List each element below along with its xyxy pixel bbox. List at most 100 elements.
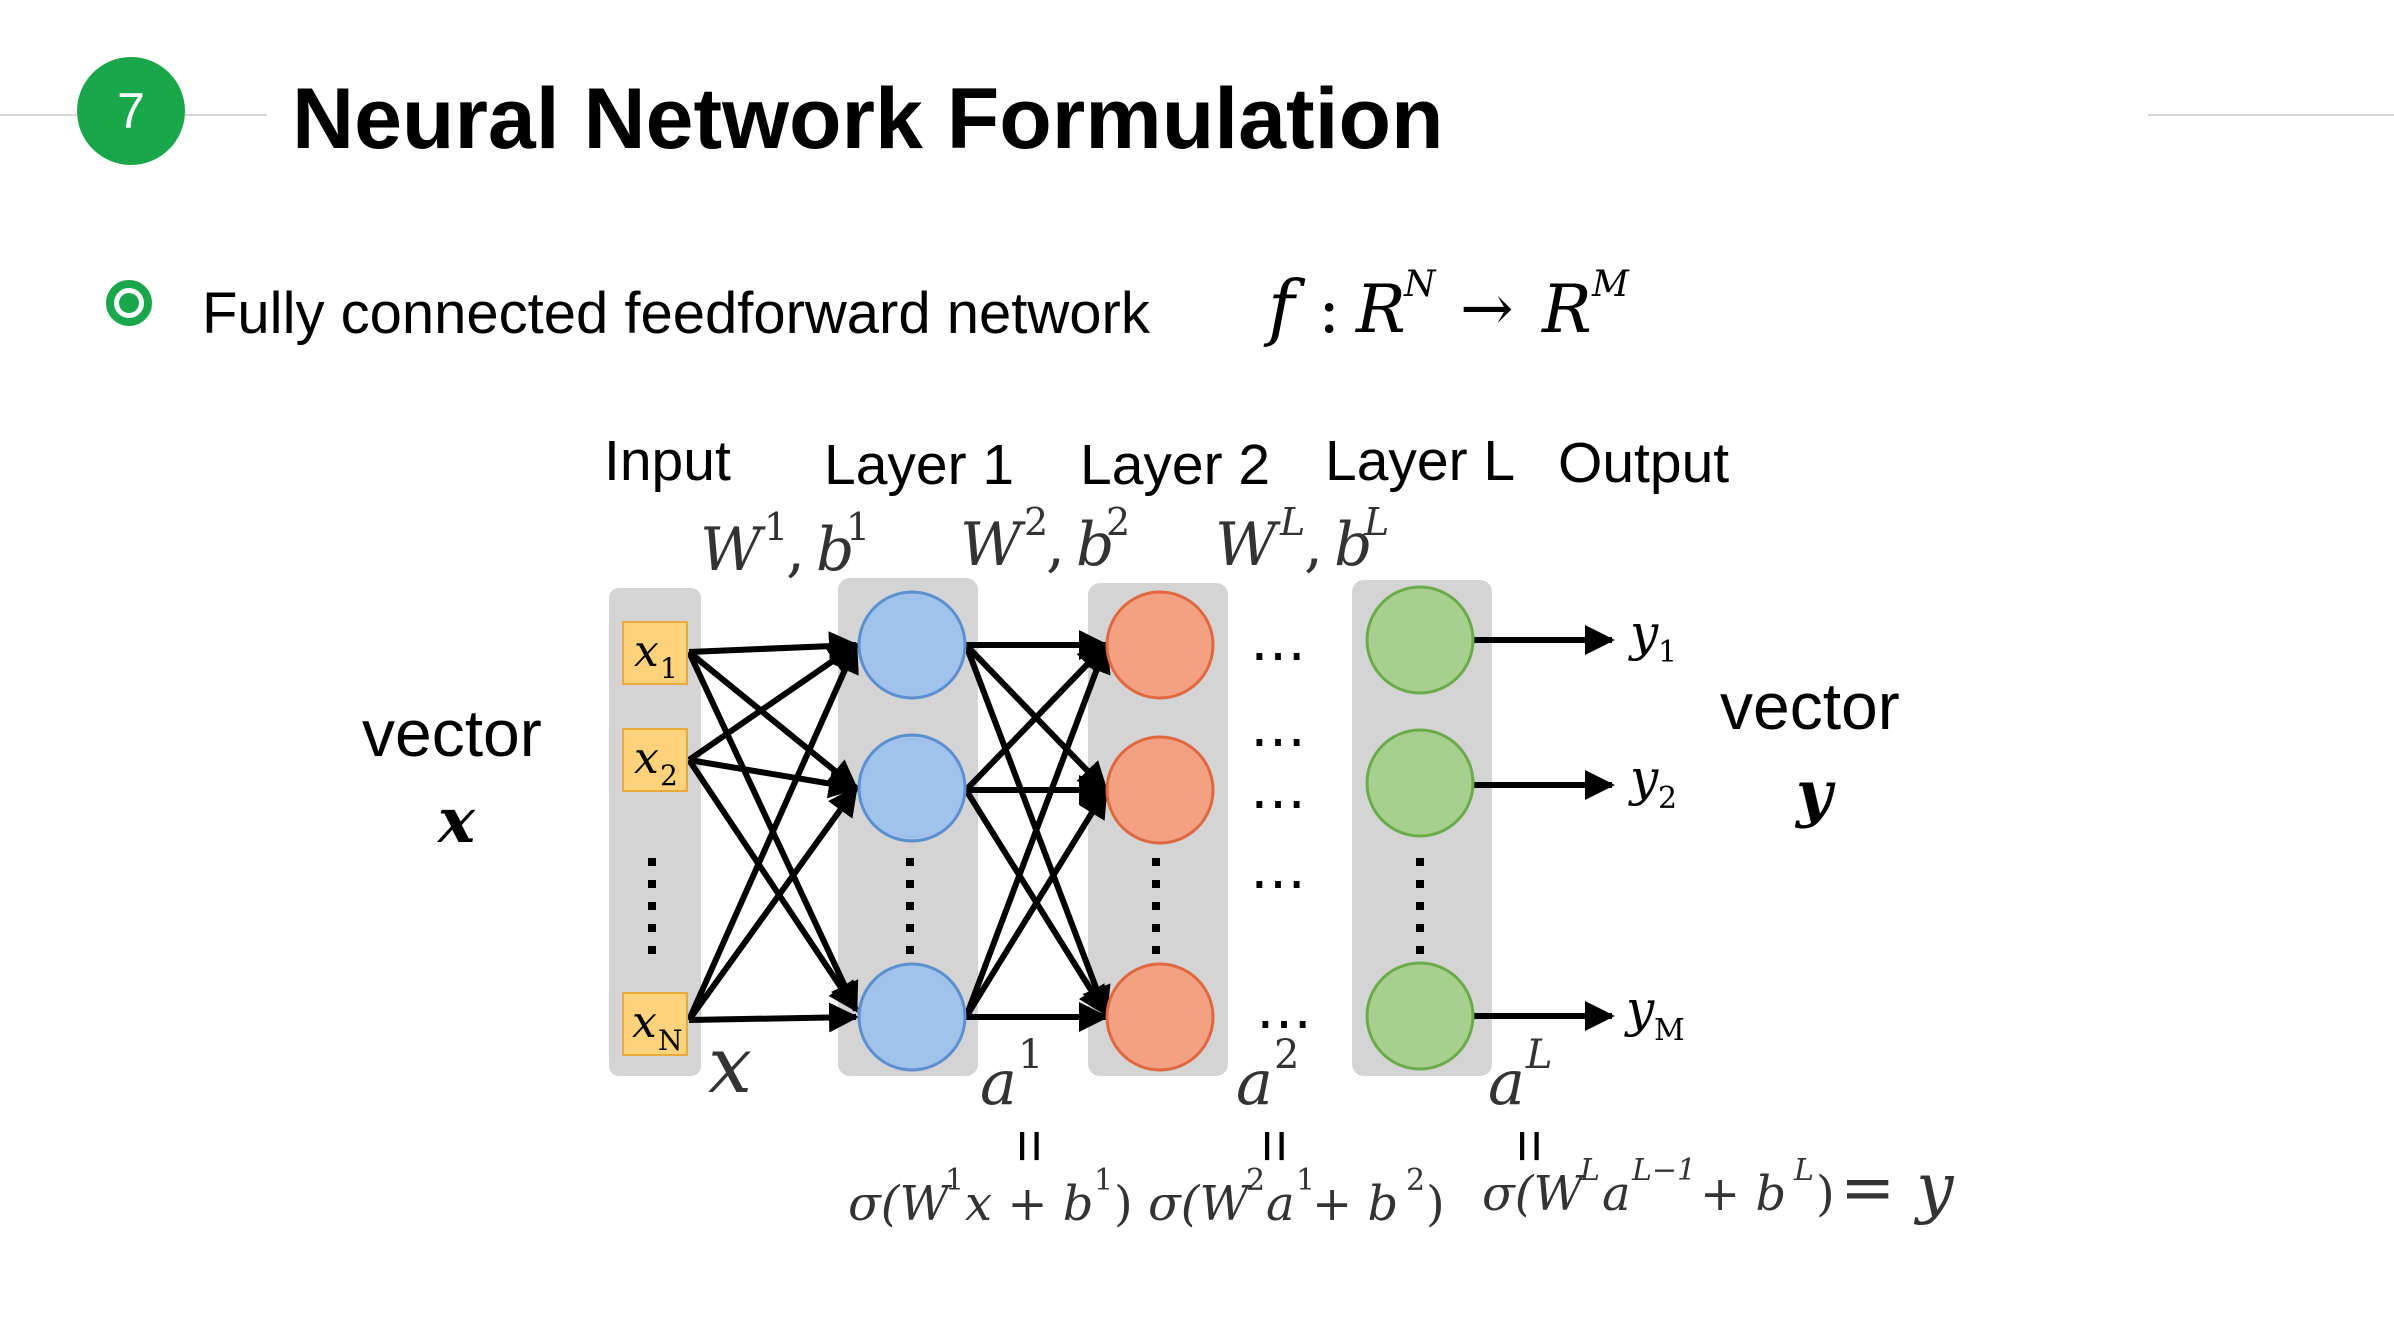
label-input: Input [604,429,731,493]
output-ym: y M [1624,980,1685,1048]
param-layer-2: W 2 , b 2 [960,500,1130,580]
bullet-text: Fully connected feedforward network [202,281,1150,346]
gap-dots-3: … [1250,757,1306,822]
svg-text:L: L [1363,500,1389,544]
vector-y-label: vector [1720,669,1900,743]
svg-text:x: x [632,997,657,1048]
param-layer-l: W L , b L [1215,500,1389,580]
layerl-node-1 [1365,585,1475,695]
vector-y-symbol: y [1794,757,1836,830]
bullet-circle-icon [106,280,152,326]
gap-dots-5: … [1256,977,1312,1042]
svg-text:1: 1 [1658,635,1677,670]
svg-text:a: a [980,1046,1017,1119]
header-rule-right [2148,114,2394,116]
label-output: Output [1558,431,1729,495]
slide-title: Neural Network Formulation [292,71,1444,167]
svg-text:W: W [1215,510,1281,580]
formula-domain-dim: N [1403,264,1437,305]
layer2-node-2 [1105,735,1215,845]
output-y2: y 2 [1628,749,1677,816]
svg-text:b: b [1076,510,1114,580]
svg-text:2: 2 [1024,500,1048,544]
activation-a1: a 1 [980,1032,1043,1119]
label-layer-l: Layer L [1325,429,1515,493]
svg-text:W: W [960,510,1026,580]
gap-dots-4: … [1250,837,1306,902]
svg-text:1: 1 [846,505,870,549]
svg-text:+ b: + b [1312,1176,1398,1232]
svg-text:y: y [1624,980,1655,1038]
svg-text:a: a [1602,1166,1631,1222]
svg-text:a: a [1488,1046,1525,1119]
formula-layer-l: σ(W L a L−1 + b L ) = y [1482,1149,1954,1226]
equals-3: = [1497,1129,1562,1163]
formula-codomain-dim: M [1591,264,1630,305]
svg-text:b: b [1334,510,1372,580]
input-column [609,588,701,1076]
input-vector-symbol: x [708,1021,752,1111]
activation-a2: a 2 [1236,1032,1299,1119]
svg-text:N: N [658,1024,683,1057]
svg-text:1: 1 [1094,1163,1113,1198]
svg-text:,: , [1046,510,1065,580]
output-y1: y 1 [1628,604,1677,670]
svg-text:1: 1 [1018,1032,1043,1078]
svg-text:σ(W: σ(W [1148,1176,1252,1232]
label-layer-2: Layer 2 [1080,433,1270,497]
label-layer-1: Layer 1 [824,433,1014,497]
svg-text:a: a [1266,1176,1295,1232]
formula-domain: R [1355,271,1406,348]
layer2-node-1 [1105,590,1215,700]
formula-codomain: R [1541,271,1592,348]
connections-layer1-layer2 [963,630,1111,1032]
svg-text:y: y [1628,604,1659,662]
connections-input-layer1 [686,631,859,1033]
formula-colon: : [1318,271,1340,348]
layerl-node-last [1365,961,1475,1071]
slide-number: 7 [117,83,145,139]
header-rule-left [0,114,77,116]
output-arrows [1472,625,1615,1031]
layer1-node-2 [857,733,967,843]
svg-text:L: L [1579,1153,1600,1188]
input-node-1: x 1 [622,621,688,685]
vector-x-label: vector [362,696,542,770]
svg-text:,: , [786,515,805,585]
svg-text:,: , [1304,510,1323,580]
slide-number-badge: 7 [77,57,185,165]
param-layer-1: W 1 , b 1 [700,505,870,585]
svg-text:): ) [1816,1166,1835,1222]
svg-text:L: L [1793,1153,1814,1188]
input-node-2: x 2 [622,728,688,792]
svg-text:W: W [700,515,766,585]
svg-text:2: 2 [1246,1163,1265,1198]
header-rule-mid [185,114,267,116]
svg-text:M: M [1654,1013,1685,1048]
formula-layer-1: σ(W 1 x + b 1 ) [848,1163,1133,1232]
svg-text:2: 2 [1274,1032,1299,1078]
svg-text:= y: = y [1840,1149,1954,1226]
equals-2: = [1242,1129,1307,1163]
layer1-node-1 [857,590,967,700]
equals-1: = [997,1129,1062,1163]
svg-text:): ) [1114,1176,1133,1232]
svg-text:1: 1 [764,505,788,549]
input-node-n: x N [622,992,688,1057]
svg-text:2: 2 [660,759,678,792]
svg-text:x: x [634,733,659,784]
mapping-formula: f : R N → R M [1263,264,1630,349]
activation-al: a L [1488,1032,1553,1119]
svg-text:σ(W: σ(W [1482,1166,1586,1222]
svg-text:L: L [1279,500,1305,544]
layerl-node-2 [1365,728,1475,838]
svg-text:L−1: L−1 [1631,1153,1696,1188]
layer2-node-last [1105,962,1215,1072]
svg-text:y: y [1628,749,1659,807]
formula-f: f [1263,265,1306,349]
formula-layer-2: σ(W 2 a 1 + b 2 ) [1148,1163,1445,1232]
svg-text:L: L [1525,1032,1553,1078]
svg-text:x: x [634,626,659,677]
vertical-dots [648,858,1424,954]
